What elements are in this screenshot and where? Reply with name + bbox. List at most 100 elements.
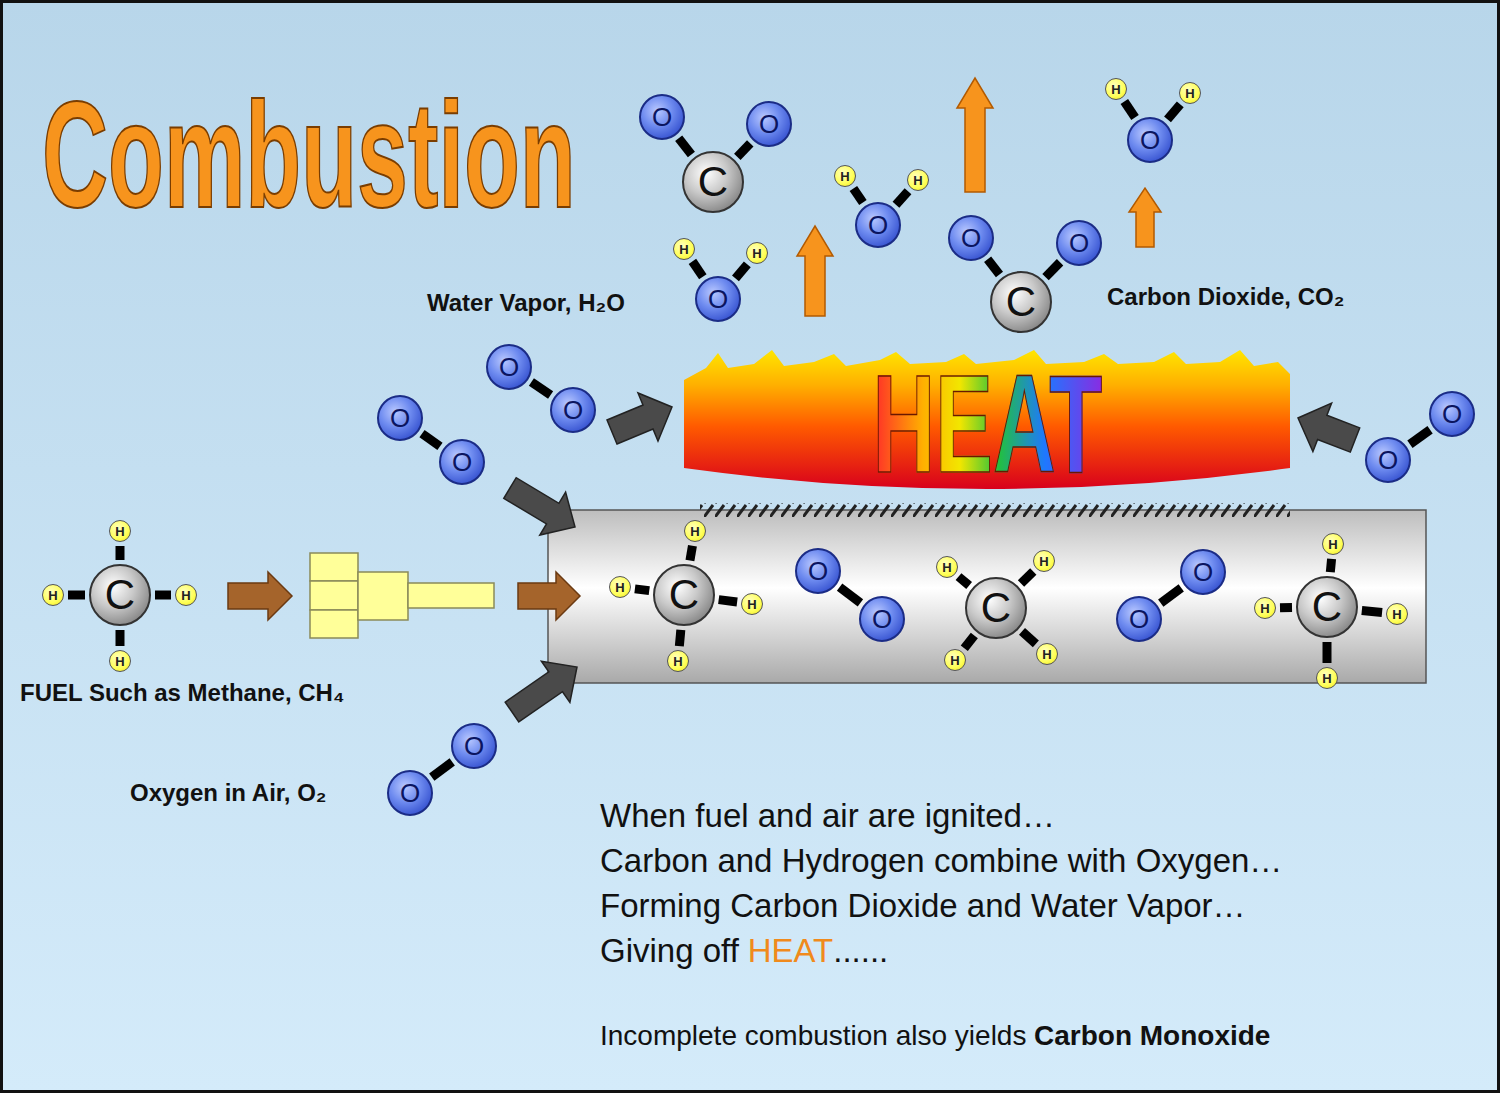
atom-symbol: O (1069, 230, 1089, 256)
atom-symbol: H (1042, 648, 1051, 661)
chemical-bond (531, 382, 550, 395)
atom-symbol: O (1378, 447, 1398, 473)
atom-symbol: O (1140, 127, 1160, 153)
explanation-text: Incomplete combustion also yields (600, 1020, 1026, 1052)
hydrogen-atom: H (1036, 643, 1058, 665)
atom-symbol: O (961, 225, 981, 251)
air-inlet-arrow (505, 661, 577, 722)
oxygen-atom: O (746, 101, 792, 147)
hydrogen-atom: H (42, 584, 64, 606)
hydrogen-atom: H (746, 242, 768, 264)
atom-symbol: O (1129, 606, 1149, 632)
oxygen-atom: O (387, 770, 433, 816)
hydrogen-atom: H (684, 520, 706, 542)
chemical-bond (1280, 603, 1292, 612)
oxygen-atom: O (486, 344, 532, 390)
atom-symbol: H (1185, 87, 1194, 100)
hydrogen-atom: H (1322, 533, 1344, 555)
chemical-bond (1124, 101, 1135, 117)
atom-symbol: H (942, 561, 951, 574)
label-line: Water Vapor, H₂O (427, 289, 625, 317)
chemical-bond (679, 138, 692, 154)
carbon-atom: C (682, 151, 744, 213)
chemical-bond (116, 546, 125, 560)
oxygen-atom: O (795, 548, 841, 594)
flame-shape: HEAT (684, 350, 1290, 497)
atom-symbol: O (499, 354, 519, 380)
explanation-text: Forming Carbon Dioxide and Water Vapor… (600, 887, 1246, 925)
chemical-bond (635, 589, 649, 591)
molecule-label: Oxygen in Air, O₂ (130, 779, 327, 807)
atom-symbol: H (615, 581, 624, 594)
atom-symbol: O (400, 780, 420, 806)
heat-text: HEAT (872, 364, 1102, 483)
hydrogen-atom: H (944, 649, 966, 671)
oxygen-atom: O (1116, 596, 1162, 642)
hydrogen-atom: H (834, 165, 856, 187)
chemical-bond (735, 264, 747, 278)
explanation-text: Giving off (600, 932, 739, 970)
chemical-bond (719, 600, 737, 602)
chemical-bond (1046, 262, 1061, 277)
chemical-bond (988, 259, 1000, 274)
hydrogen-atom: H (109, 650, 131, 672)
atom-symbol: H (690, 525, 699, 538)
oxygen-atom: O (1056, 220, 1102, 266)
explanation-text: When fuel and air are ignited… (600, 797, 1055, 835)
explanation-text: HEAT (748, 932, 834, 970)
atom-symbol: C (1312, 586, 1342, 628)
chemical-bond (68, 591, 85, 600)
rising-arrow (797, 226, 833, 316)
nozzle-body (358, 572, 408, 620)
chemical-bond (1323, 642, 1332, 663)
molecule-label: Carbon Dioxide, CO₂ (1107, 283, 1344, 311)
air-inlet-arrow (1298, 403, 1360, 452)
chemical-bond (737, 143, 750, 156)
atom-symbol: C (981, 587, 1011, 629)
atom-symbol: H (181, 589, 190, 602)
atom-symbol: H (1039, 555, 1048, 568)
atom-symbol: H (752, 247, 761, 260)
oxygen-atom: O (948, 215, 994, 261)
molecule-label: Water Vapor, H₂O (427, 289, 625, 317)
oxygen-atom: O (377, 395, 423, 441)
explanation-text: Carbon Monoxide (1034, 1020, 1270, 1052)
atom-symbol: O (452, 449, 472, 475)
diagram-title: Combustion (42, 80, 576, 230)
oxygen-atom: O (550, 387, 596, 433)
chemical-bond (896, 191, 908, 205)
label-line: Giving offHEAT...... (600, 932, 888, 970)
rising-arrow (957, 78, 993, 192)
nozzle-tip (408, 583, 494, 608)
hydrogen-atom: H (175, 584, 197, 606)
chemical-bond (422, 434, 440, 447)
chemical-bond (1021, 571, 1033, 583)
chemical-bond (432, 762, 452, 777)
oxygen-atom: O (451, 723, 497, 769)
chemical-bond (679, 630, 680, 646)
explanation-text: Carbon and Hydrogen combine with Oxygen… (600, 842, 1282, 880)
hydrogen-atom: H (741, 593, 763, 615)
atom-symbol: H (673, 655, 682, 668)
atom-symbol: C (105, 574, 135, 616)
atom-symbol: O (708, 286, 728, 312)
atom-symbol: C (1006, 281, 1036, 323)
carbon-atom: C (653, 564, 715, 626)
explanation-text: ...... (833, 932, 888, 970)
atom-symbol: O (759, 111, 779, 137)
oxygen-atom: O (1429, 391, 1475, 437)
oxygen-atom: O (695, 276, 741, 322)
label-line: Incomplete combustion also yieldsCarbon … (600, 1020, 1270, 1052)
burner-tube (548, 510, 1426, 683)
atom-symbol: C (669, 574, 699, 616)
nozzle-block (310, 610, 358, 638)
chemical-bond (840, 587, 861, 603)
atom-symbol: H (1328, 538, 1337, 551)
oxygen-atom: O (859, 596, 905, 642)
oxygen-atom: O (639, 94, 685, 140)
hydrogen-atom: H (936, 556, 958, 578)
atom-symbol: O (808, 558, 828, 584)
carbon-atom: C (965, 577, 1027, 639)
hydrogen-atom: H (1179, 82, 1201, 104)
hydrogen-atom: H (609, 576, 631, 598)
